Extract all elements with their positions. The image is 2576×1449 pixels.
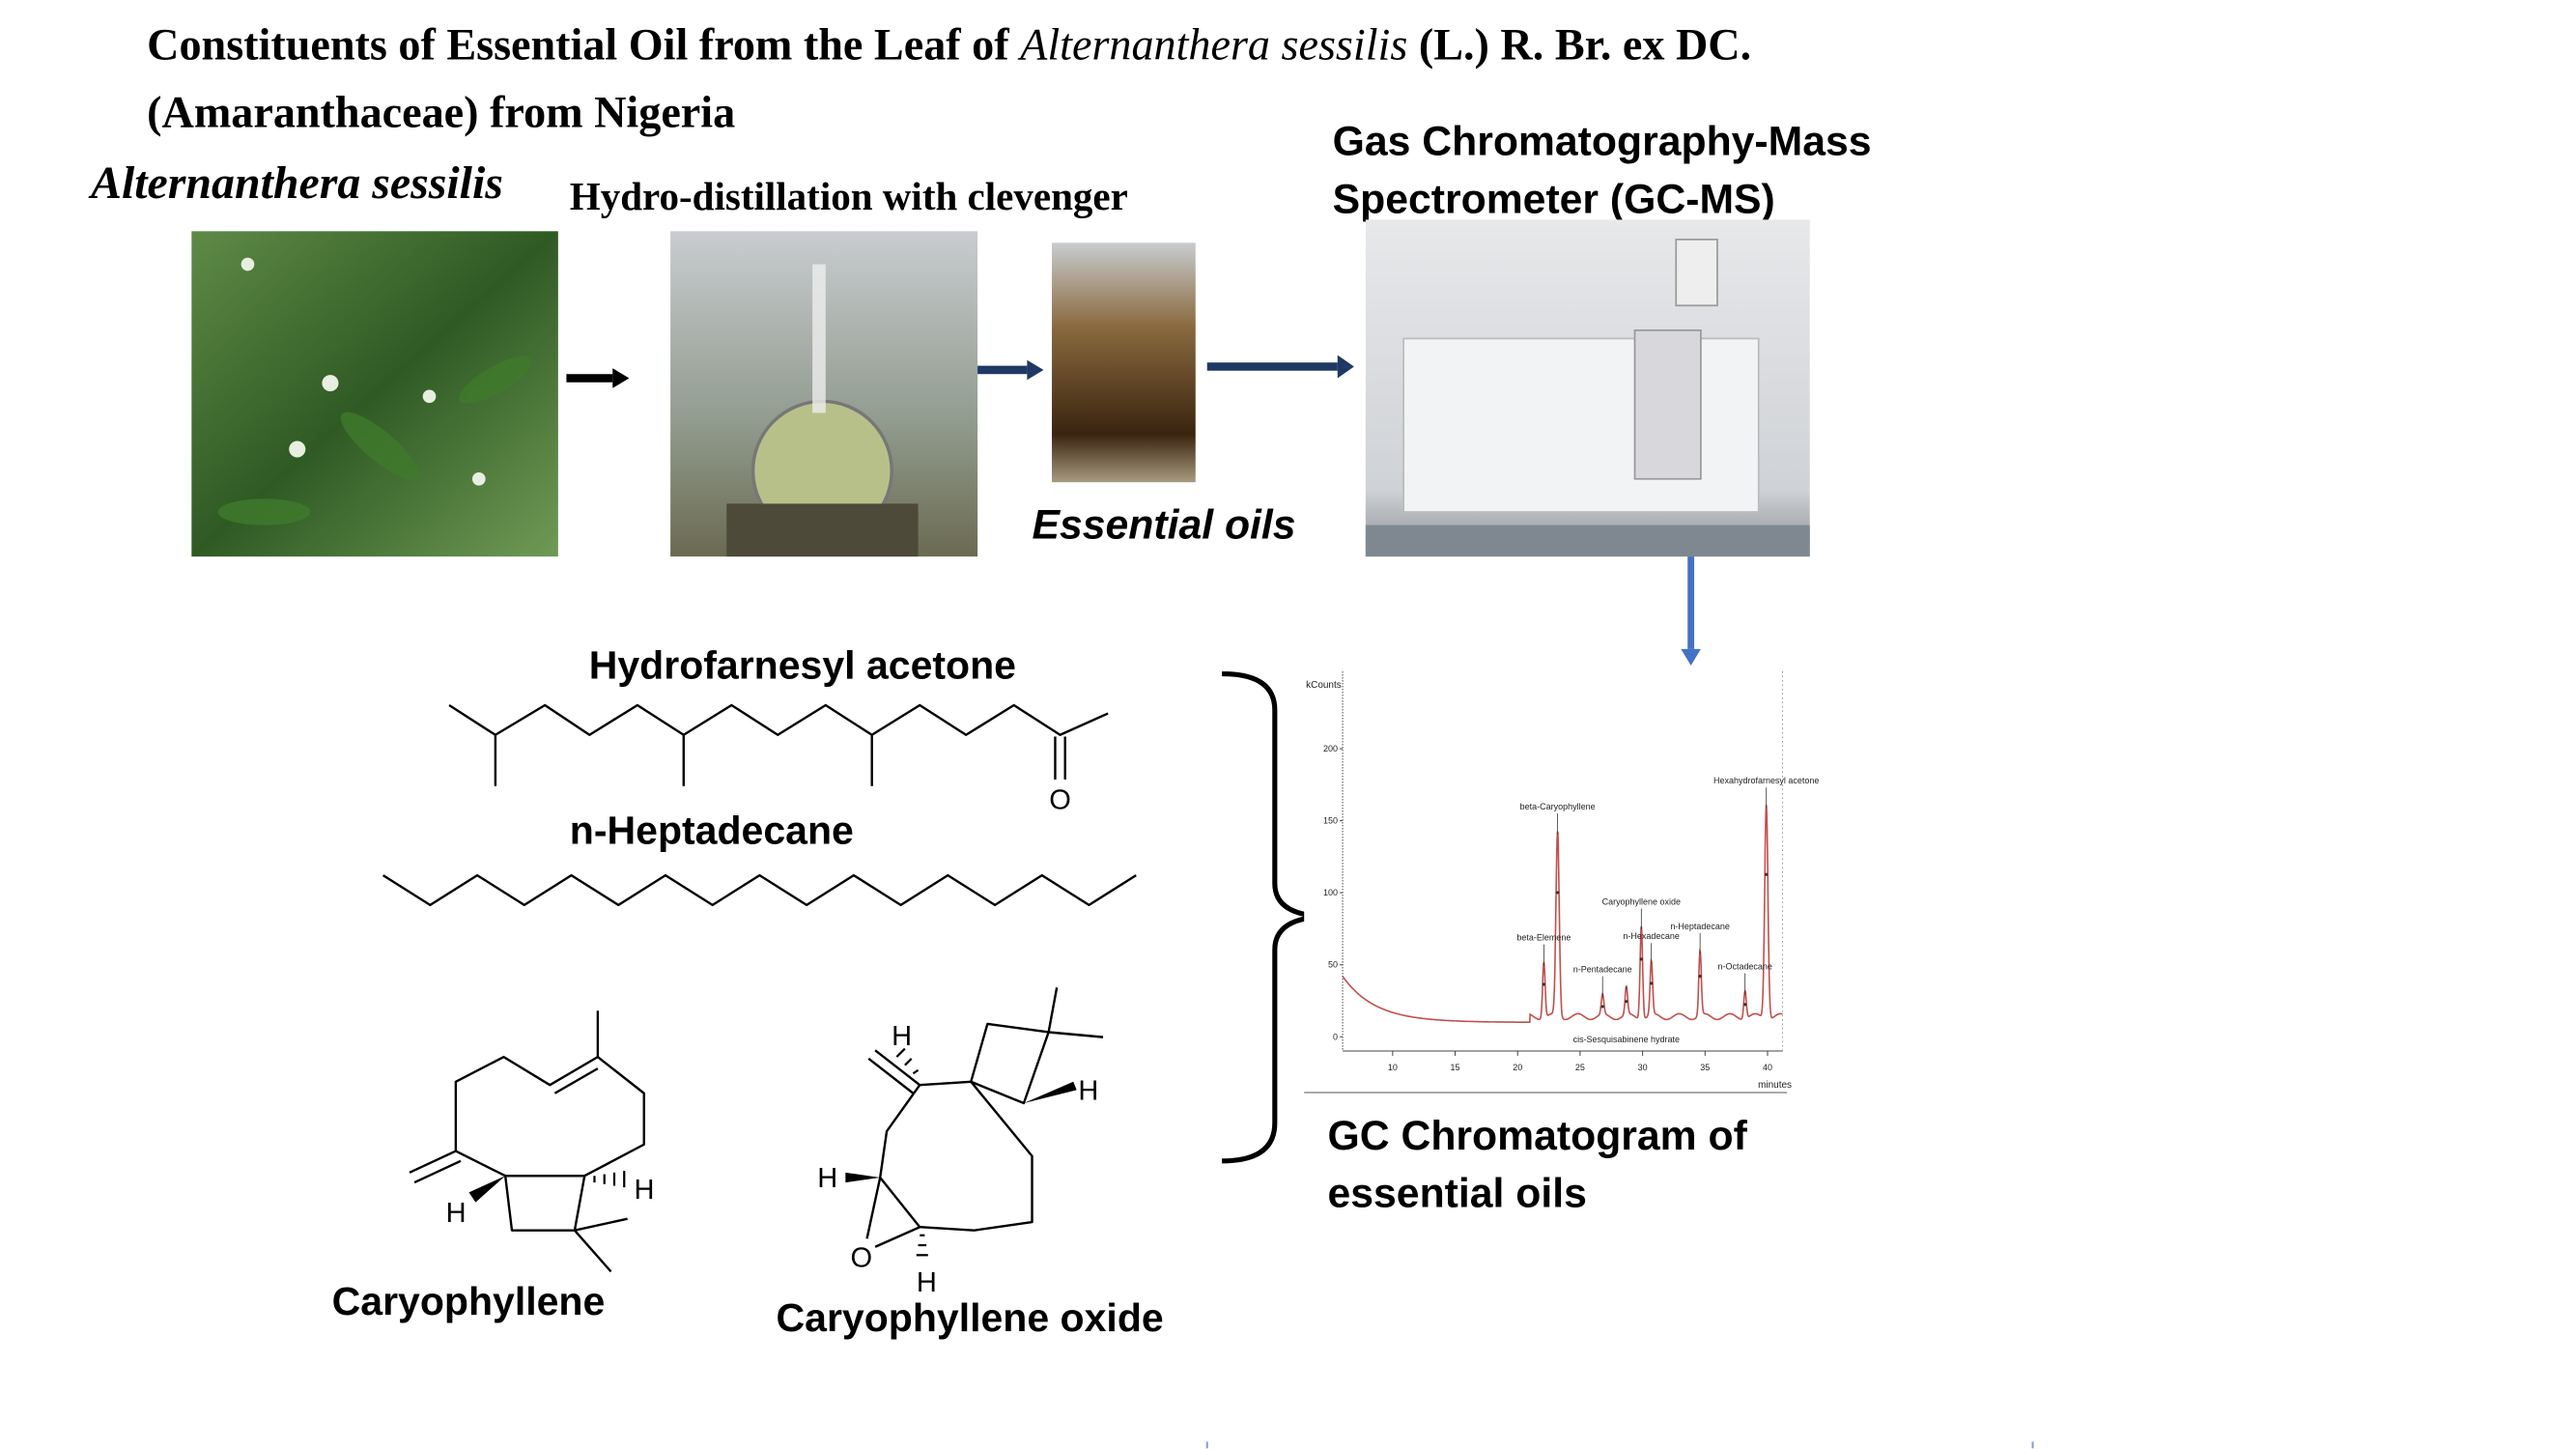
x-tick-label: 40 [1763,1063,1772,1072]
svg-text:H: H [1078,1076,1098,1107]
hydrofarnesyl-acetone-label: Hydrofarnesyl acetone [589,643,1016,688]
arrow-plant-to-distillation [566,368,630,388]
chromatogram-trace [1342,805,1783,1023]
peak-dot [1639,957,1643,961]
caryophyllene-oxide-label: Caryophyllene oxide [777,1295,1164,1340]
caryophyllene-structure: H H [409,1010,654,1273]
chromatogram-label-line1: GC Chromatogram of [1328,1113,1748,1159]
chromatogram-label-line2: essential oils [1328,1171,1587,1217]
peak-label: n-Heptadecane [1670,922,1729,931]
plant-photo [191,231,558,557]
svg-text:H: H [446,1198,467,1229]
y-tick-label: 150 [1323,816,1338,826]
peak-label: n-Pentadecane [1573,965,1632,975]
gcms-label-line1: Gas Chromatography-Mass [1333,119,1872,165]
svg-text:O: O [1049,785,1071,816]
x-axis-label: minutes [1758,1080,1792,1091]
x-tick-label: 20 [1513,1063,1522,1072]
caryophyllene-oxide-structure: H H H O H [817,987,1104,1298]
title-line1: Constituents of Essential Oil from the L… [147,20,1751,70]
y-tick-label: 50 [1328,960,1338,970]
x-tick-label: 35 [1700,1063,1710,1072]
peak-label: n-Hexadecane [1623,931,1679,941]
peak-dot [1698,975,1702,979]
arrow-distillation-to-oil [977,359,1044,381]
gcms-instrument-photo [1365,219,1810,557]
peak-label: cis-Sesquisabinene hydrate [1573,1035,1680,1044]
peak-dot [1650,981,1654,985]
peak-dot [1625,1000,1628,1004]
essential-oil-photo [1052,242,1196,483]
peak-dot [1765,872,1769,876]
x-tick-label: 30 [1638,1063,1648,1072]
peak-dot [1542,982,1545,986]
x-tick-label: 25 [1575,1063,1585,1072]
arrow-oil-to-gcms [1206,355,1354,379]
heptadecane-structure [382,873,1137,907]
y-tick-label: 0 [1333,1032,1338,1041]
peak-label: beta-Elemene [1516,933,1571,943]
plant-label: Alternanthera sessilis [88,157,503,209]
title-line2: (Amaranthaceae) from Nigeria [147,88,735,137]
svg-text:H: H [892,1021,912,1052]
svg-text:H: H [634,1175,654,1206]
svg-text:H: H [817,1163,837,1194]
peak-dot [1600,1005,1604,1009]
gc-chromatogram: 0 50 100 150 200 10 15 20 25 30 35 40 beta-Elemene b… [1304,666,1826,1101]
peak-label: Hexahydrofarnesyl acetone [1713,776,1819,785]
svg-text:O: O [850,1242,872,1273]
distillation-photo [670,231,978,557]
svg-text:H: H [917,1267,937,1298]
arrow-gcms-to-chromatogram [1681,556,1701,666]
peak-label: beta-Caryophyllene [1520,802,1596,811]
x-tick-label: 10 [1388,1063,1398,1072]
peak-label: n-Octadecane [1717,962,1771,972]
hydrofarnesyl-acetone-structure: O [448,703,1109,816]
peak-dot [1556,891,1560,895]
page-marks [1205,1441,2034,1449]
oil-label: Essential oils [1033,501,1296,548]
gcms-label-line2: Spectrometer (GC-MS) [1333,177,1775,223]
caryophyllene-label: Caryophyllene [332,1279,606,1323]
peak-dot [1743,1003,1747,1007]
x-tick-label: 15 [1451,1063,1460,1072]
y-tick-label: 100 [1323,888,1338,897]
distillation-label: Hydro-distillation with clevenger [570,174,1128,218]
peak-label: Caryophyllene oxide [1602,896,1681,906]
y-axis-label: kCounts [1306,680,1342,691]
y-tick-label: 200 [1323,744,1338,753]
heptadecane-label: n-Heptadecane [570,809,854,853]
